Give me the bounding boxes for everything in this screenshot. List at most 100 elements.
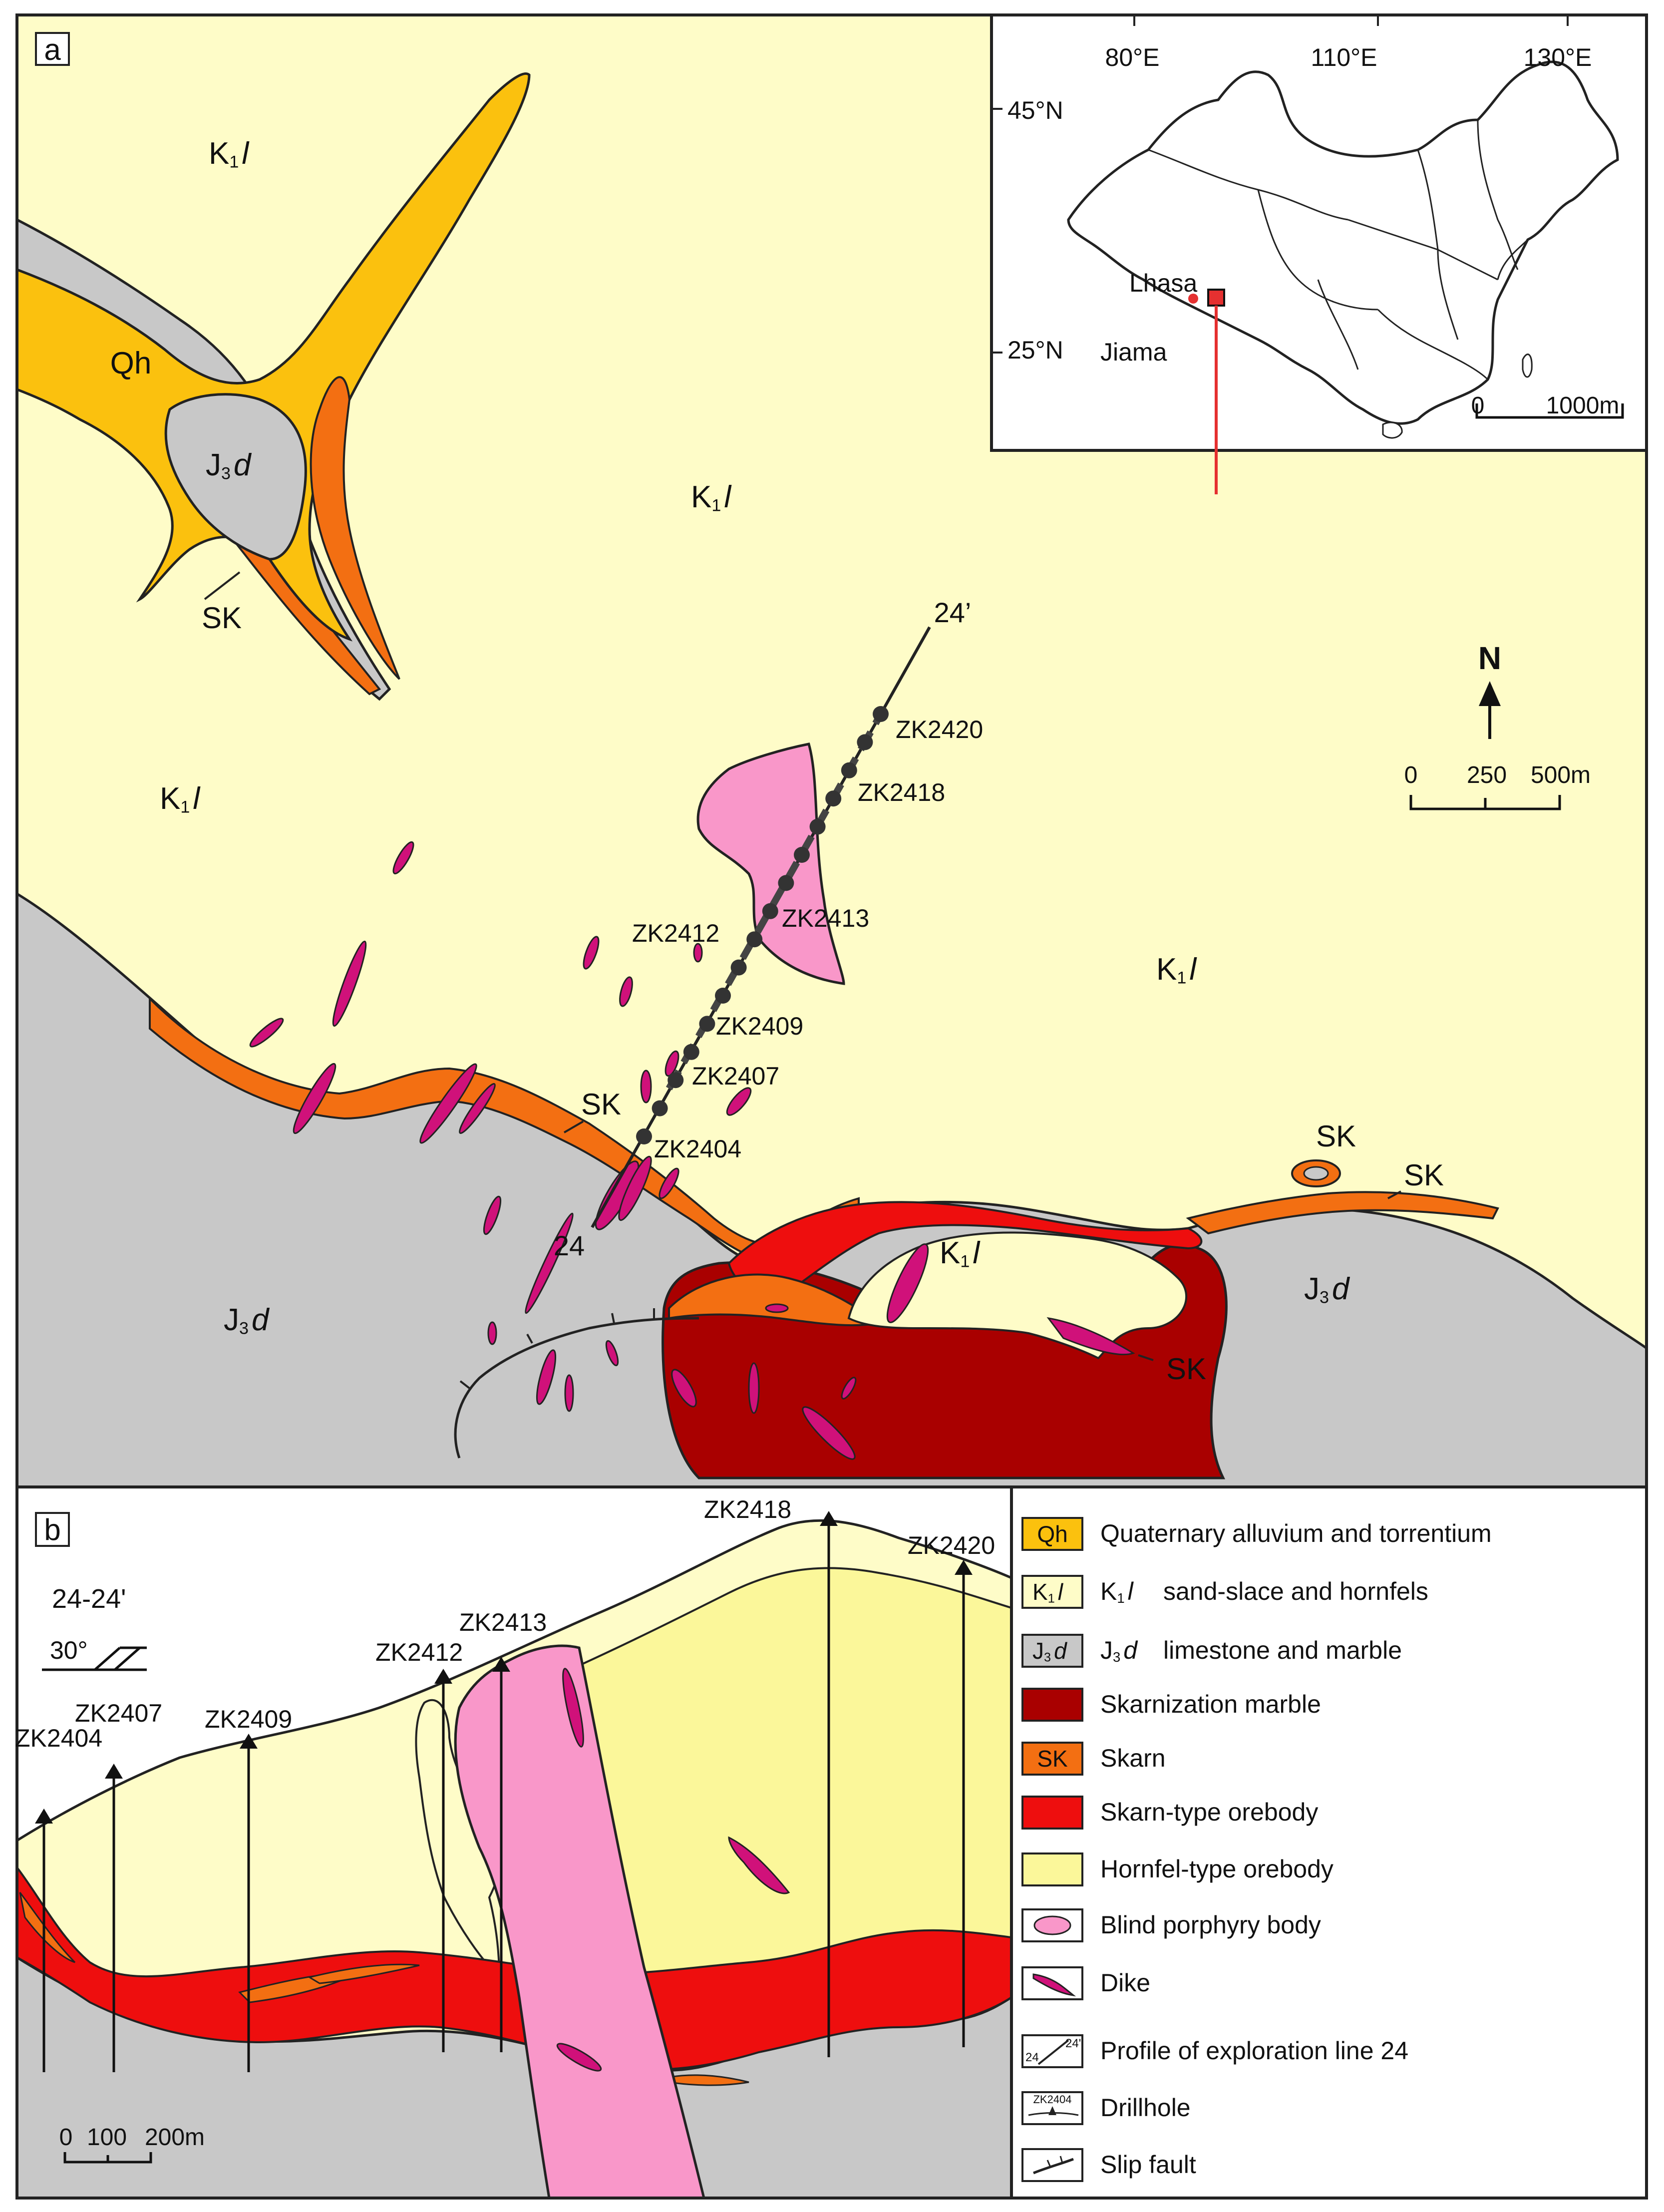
place-jiama: Jiama [1100, 338, 1167, 366]
section-dh-label: ZK2420 [908, 1531, 995, 1559]
drillhole-head [820, 1511, 838, 1526]
dip-symbol: 30° [42, 1636, 147, 1671]
drillhole-dot [636, 1128, 652, 1144]
drillhole-dot [857, 734, 873, 750]
drillhole-dot [825, 790, 842, 807]
dh-label-zk2407: ZK2407 [692, 1062, 779, 1090]
legend-item: Blind porphyry body [1021, 1908, 1321, 1942]
fault-swatch [1033, 2158, 1074, 2175]
drillhole-head [434, 1669, 452, 1684]
drillhole-swatch-head [1048, 2106, 1056, 2115]
profile-swatch-start: 24 [1025, 2051, 1039, 2064]
drillhole-head [240, 1734, 258, 1749]
legend-swatch [1021, 1796, 1083, 1830]
legend-label: Profile of exploration line 24 [1100, 2037, 1408, 2065]
unit-labels-map: Qh SK SK SK SK SK [110, 346, 1444, 1386]
label-k1l-4: K1l [940, 1236, 981, 1271]
legend-swatch-label: Qh [1037, 1521, 1067, 1547]
place-lhasa: Lhasa [1129, 269, 1197, 297]
scale-tick-0: 0 [1404, 762, 1418, 788]
inset-china-map: 80°E 110°E 130°E 45°N 25°N Lhasa Jiama 0… [990, 13, 1648, 494]
profile-end-label: 24’ [934, 597, 972, 628]
section-scale-bar: 0 100 200m [59, 2124, 205, 2164]
legend-label: Skarnization marble [1100, 1690, 1321, 1718]
label-k1l-3: K1l [1156, 952, 1197, 987]
section-dh-label: ZK2418 [704, 1495, 791, 1523]
lon-80: 80°E [1105, 43, 1160, 71]
lhasa-marker [1188, 294, 1198, 304]
panel-b-label: b [44, 1513, 60, 1546]
drillhole-dot [778, 875, 794, 891]
map-scale-bar: 0 250 500m [1404, 762, 1591, 810]
scale-tick-500: 500m [1531, 762, 1591, 788]
dikes-map [249, 841, 1135, 1460]
j3d-nw-island [164, 393, 307, 561]
lat-25: 25°N [1007, 336, 1063, 364]
profile-swatch-line [1037, 2039, 1069, 2065]
label-j3d-1: J3d [224, 1303, 270, 1338]
drillhole-dot [841, 762, 857, 778]
dh-label-zk2420: ZK2420 [896, 716, 983, 743]
legend-frame [1010, 1485, 1648, 2200]
fault-swatch-ticks [1046, 2156, 1063, 2168]
drillhole-dot [794, 847, 810, 863]
dh-label-zk2409: ZK2409 [716, 1012, 803, 1040]
section-dh-label: ZK2409 [205, 1705, 292, 1733]
fault-ticks [459, 1308, 655, 1389]
label-sk-east-lens: SK [1316, 1119, 1356, 1153]
label-k1l-0: K1l [209, 136, 250, 171]
label-sk-south: SK [1166, 1352, 1206, 1386]
north-arrow: N [1478, 640, 1501, 739]
drillhole-head [492, 1657, 510, 1672]
label-sk-center: SK [581, 1088, 621, 1121]
legend-swatch [1021, 1852, 1083, 1886]
k1l-window [847, 1231, 1188, 1360]
label-qh-nw: Qh [110, 346, 152, 380]
legend-label: Skarn [1100, 1744, 1166, 1772]
section-drill-shafts [35, 1511, 973, 2072]
drillhole-swatch-label: ZK2404 [1033, 2093, 1071, 2106]
legend-item: SK Skarn [1021, 1742, 1166, 1776]
section-scale-200: 200m [145, 2124, 205, 2151]
drillhole-dot [730, 959, 747, 976]
lon-130: 130°E [1524, 43, 1592, 71]
legend-swatch [1021, 1575, 1083, 1609]
drillhole-dots [636, 706, 889, 1144]
taiwan-island [1522, 354, 1533, 378]
dip-value: 30° [50, 1636, 88, 1664]
legend-swatch [1021, 1742, 1083, 1776]
legend-label: Hornfel-type orebody [1100, 1855, 1333, 1883]
label-k1l-1: K1l [691, 480, 732, 515]
dh-label-zk2412: ZK2412 [632, 919, 719, 947]
scale-tick-250: 250 [1467, 762, 1507, 788]
skarn-contact-band-east [1186, 1191, 1499, 1235]
legend-label: sand-slace and hornfels [1163, 1577, 1428, 1605]
legend-item: Hornfel-type orebody [1021, 1852, 1333, 1886]
legend-swatch [1021, 1688, 1083, 1722]
drillhole-head [35, 1809, 53, 1824]
drillhole-head [105, 1764, 123, 1779]
legend-swatch-label: SK [1037, 1746, 1068, 1772]
dike-swatch [1032, 1973, 1076, 1997]
section-dh-label: ZK2404 [15, 1724, 102, 1752]
legend-label: Skarn-type orebody [1100, 1798, 1318, 1826]
legend-item: Slip fault [1021, 2148, 1196, 2182]
drillhole-dot [873, 706, 889, 722]
panel-a-label-box [35, 32, 70, 66]
drillhole-dot [715, 988, 731, 1004]
label-j3d-2: J3d [1304, 1272, 1350, 1307]
panel-b-label-box [35, 1512, 70, 1547]
legend-label: Quaternary alluvium and torrentium [1100, 1519, 1492, 1547]
legend-swatch [1021, 1634, 1083, 1668]
panel-a-label: a [44, 33, 61, 66]
